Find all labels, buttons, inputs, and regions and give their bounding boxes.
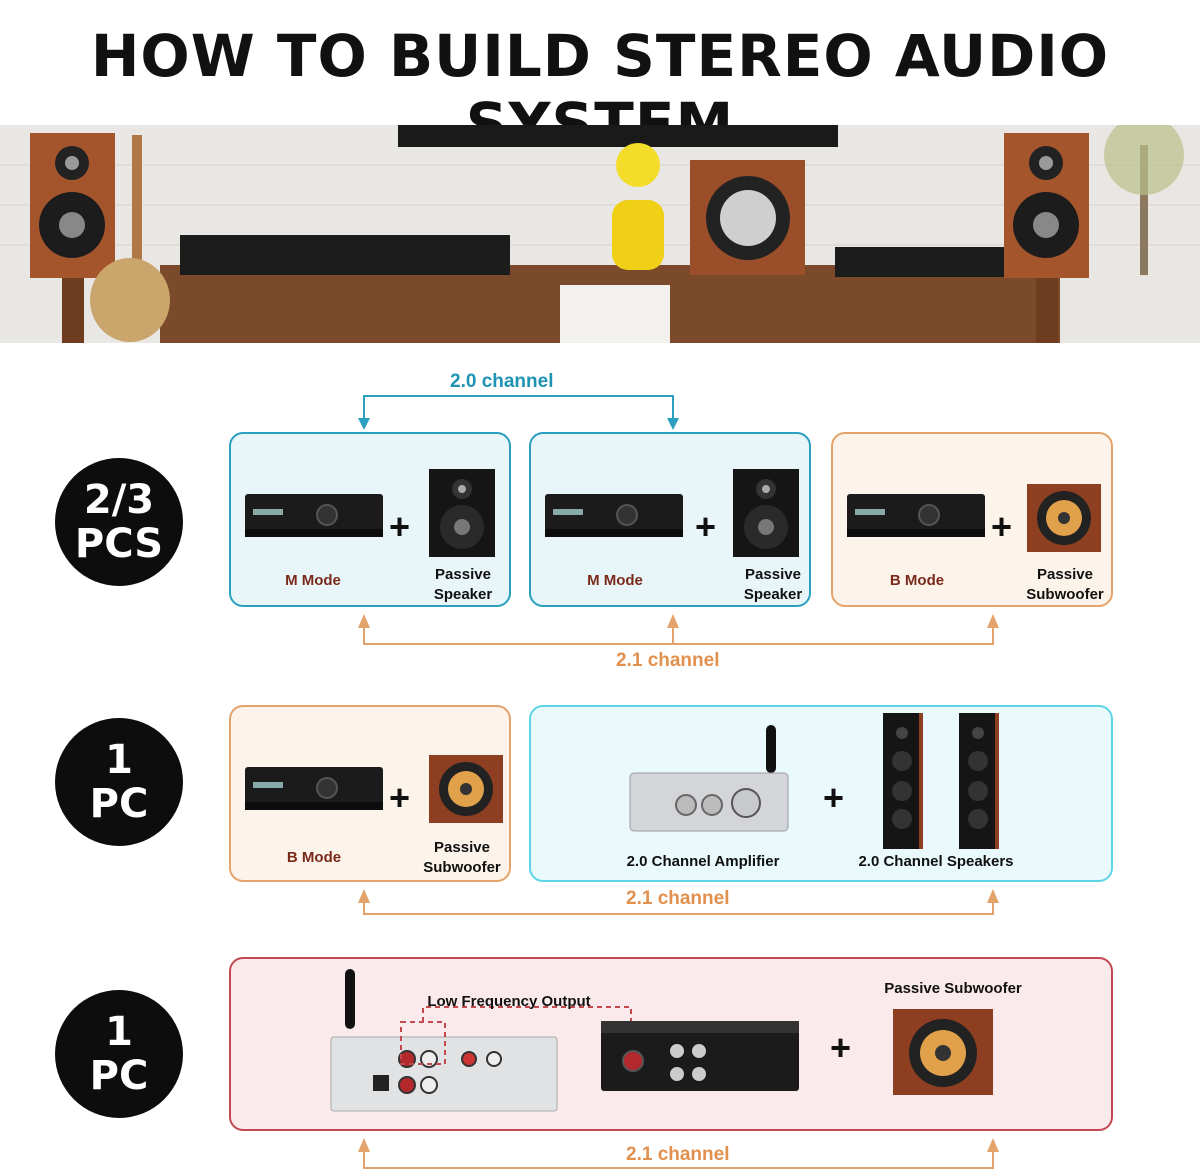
row3-subwoofer-label: Passive Subwoofer <box>884 980 1022 997</box>
amplifier-icon <box>601 1021 799 1091</box>
row1-bottom-channel-label: 2.1 channel <box>616 650 720 671</box>
row1-panel-2: + M Mode Passive Speaker <box>529 432 811 607</box>
bluetooth-amplifier-icon <box>629 725 789 832</box>
plus-icon: + <box>991 506 1013 547</box>
row3-panel: Low Frequency Output + Passive Subwoofer <box>229 957 1113 1131</box>
amplifier-icon <box>245 767 383 810</box>
subwoofer-icon <box>690 160 805 275</box>
row1-panel-3-mode: B Mode <box>889 572 945 589</box>
subwoofer-icon <box>429 755 503 823</box>
row1-panel-3: + B Mode Passive Subwoofer <box>831 432 1113 607</box>
amplifier-icon <box>847 494 985 537</box>
subwoofer-icon <box>1027 484 1101 552</box>
row2-panel-1: + B Mode Passive Subwoofer <box>229 705 511 882</box>
plus-icon: + <box>830 1027 852 1068</box>
badge-row3: 1 PC <box>55 990 183 1118</box>
row2-speakers-label: 2.0 Channel Speakers <box>858 853 1014 870</box>
row1-panel-1: + M Mode Passive Speaker <box>229 432 511 607</box>
row1-panel-3-device: Passive Subwoofer <box>1026 566 1104 603</box>
page-title: HOW TO BUILD STEREO AUDIO SYSTEM <box>90 22 1110 158</box>
row1-panel-1-mode: M Mode <box>285 572 341 589</box>
subwoofer-icon <box>893 1009 993 1095</box>
row1-panel-2-mode: M Mode <box>587 572 643 589</box>
row1-top-channel-label: 2.0 channel <box>450 371 554 392</box>
plus-icon: + <box>389 506 411 547</box>
low-frequency-label: Low Frequency Output <box>427 993 591 1010</box>
plus-icon: + <box>389 777 411 818</box>
amplifier-icon <box>245 494 383 537</box>
bluetooth-amplifier-icon <box>330 969 558 1112</box>
badge-row2: 1 PC <box>55 718 183 846</box>
row2-panel-1-device: Passive Subwoofer <box>423 839 501 876</box>
row3-bottom-channel-label: 2.1 channel <box>626 1144 730 1165</box>
plus-icon: + <box>823 777 845 818</box>
row2-panel-2: + 2.0 Channel Amplifier 2.0 Channel Spea… <box>529 705 1113 882</box>
low-frequency-link <box>400 1006 632 1065</box>
hero-room-image <box>0 125 1200 343</box>
row1-panel-2-device: Passive Speaker <box>743 566 803 603</box>
amplifier-icon <box>545 494 683 537</box>
bookshelf-speaker-icon <box>30 133 115 343</box>
row1-panel-1-device: Passive Speaker <box>433 566 493 603</box>
plus-icon: + <box>695 506 717 547</box>
bookshelf-speaker-icon <box>1004 133 1089 343</box>
bookshelf-speaker-icon <box>429 469 495 557</box>
bookshelf-speaker-icon <box>733 469 799 557</box>
row2-amp-label: 2.0 Channel Amplifier <box>626 853 780 870</box>
row2-panel-1-mode: B Mode <box>286 849 342 866</box>
tower-speaker-icon <box>883 713 999 849</box>
badge-row1: 2/3 PCS <box>55 458 183 586</box>
row2-bottom-channel-label: 2.1 channel <box>626 888 730 909</box>
